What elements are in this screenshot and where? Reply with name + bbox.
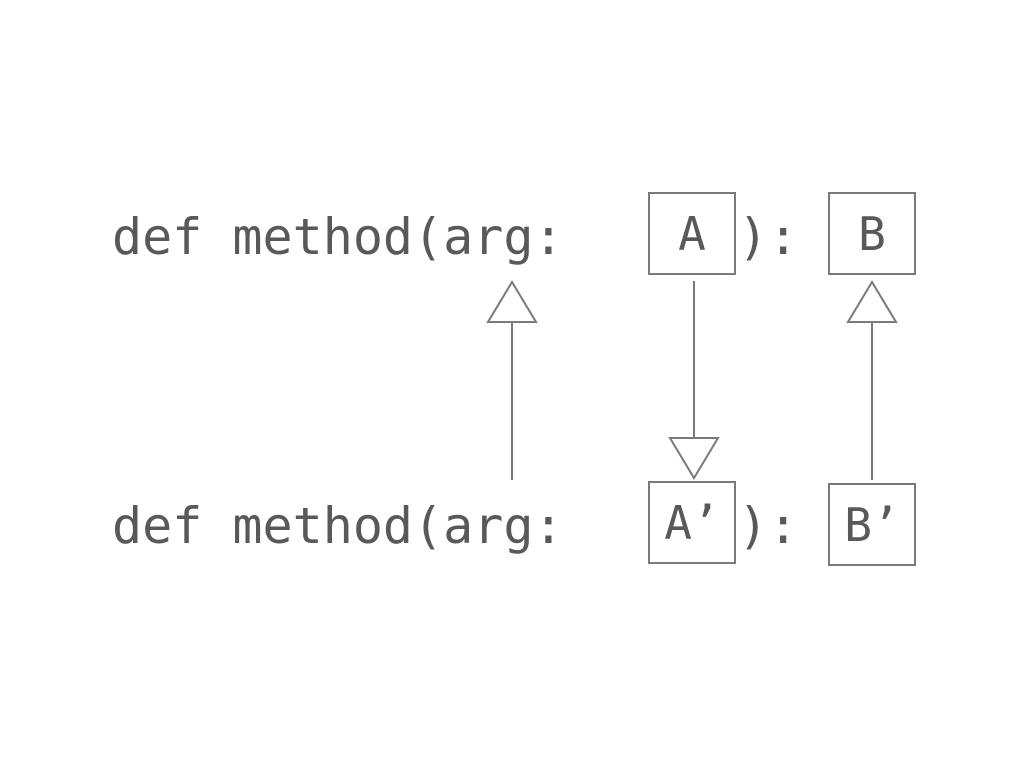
bottom-param-type-box: A’ (648, 481, 736, 564)
top-param-type-box: A (648, 192, 736, 275)
arg-up-arrowhead-icon (486, 280, 538, 323)
bottom-signature-close: ): (738, 497, 799, 555)
top-return-type-box: B (828, 192, 916, 275)
top-signature-close: ): (738, 208, 799, 266)
param-down-arrowhead-icon (668, 437, 720, 480)
bottom-signature-prefix: def method(arg: (112, 497, 564, 555)
return-up-arrowhead-icon (846, 280, 898, 323)
bottom-return-type-box: B’ (828, 483, 916, 566)
top-signature-prefix: def method(arg: (112, 208, 564, 266)
